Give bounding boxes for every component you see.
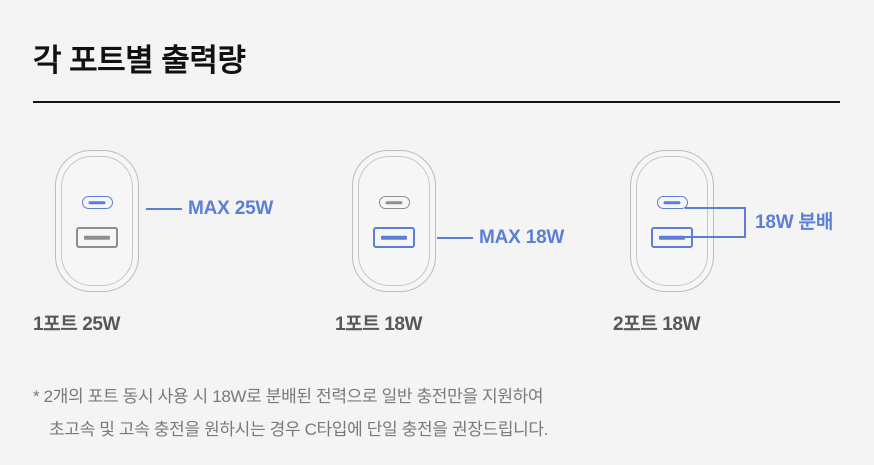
usb-a-port-icon [76, 227, 118, 248]
usb-c-port-icon [81, 196, 113, 209]
bracket-spine [744, 207, 746, 238]
title-divider [33, 101, 840, 103]
callout-label-18w-shared: 18W 분배 [755, 212, 834, 233]
charger-card-2-port-18w: 18W 분배 2포트 18W [585, 138, 874, 338]
usb-a-port-bar [381, 235, 407, 240]
usb-a-port-icon [373, 227, 415, 248]
callout-label-max-18w: MAX 18W [479, 227, 565, 248]
page-title: 각 포트별 출력량 [33, 42, 246, 78]
usb-c-port-bar [385, 200, 403, 205]
callout-label-max-25w: MAX 25W [188, 198, 274, 219]
usb-a-port-bar [659, 235, 685, 240]
footnote-line-2: 초고속 및 고속 충전을 원하시는 경우 C타입에 단일 충전을 권장드립니다. [49, 420, 549, 439]
charger-body-illustration [630, 150, 714, 292]
charger-caption-2: 1포트 18W [335, 314, 423, 335]
usb-a-port-bar [84, 235, 110, 240]
charger-card-1-port-25w: MAX 25W 1포트 25W [22, 138, 312, 338]
charger-body-illustration [352, 150, 436, 292]
footnote-line-1: * 2개의 포트 동시 사용 시 18W로 분배된 전력으로 일반 충전만을 지… [33, 387, 544, 406]
footnote-note: * 2개의 포트 동시 사용 시 18W로 분배된 전력으로 일반 충전만을 지… [33, 380, 843, 446]
shared-power-bracket [685, 207, 746, 238]
charger-comparison-row: MAX 25W 1포트 25W MAX 18W 1포트 18W [0, 138, 874, 338]
usb-c-port-icon [378, 196, 410, 209]
usb-c-port-icon [656, 196, 688, 209]
bracket-arm-top [685, 207, 746, 209]
charger-body-inner-outline [636, 156, 708, 286]
charger-body-inner-outline [61, 156, 133, 286]
charger-card-1-port-18w: MAX 18W 1포트 18W [308, 138, 598, 338]
charger-caption-3: 2포트 18W [613, 314, 701, 335]
bracket-arm-bottom [685, 236, 746, 238]
callout-leader-line [146, 208, 182, 210]
usb-c-port-bar [663, 200, 681, 205]
charger-caption-1: 1포트 25W [33, 314, 121, 335]
charger-body-inner-outline [358, 156, 430, 286]
charger-body-illustration [55, 150, 139, 292]
usb-c-port-bar [88, 200, 106, 205]
callout-leader-line [437, 237, 473, 239]
